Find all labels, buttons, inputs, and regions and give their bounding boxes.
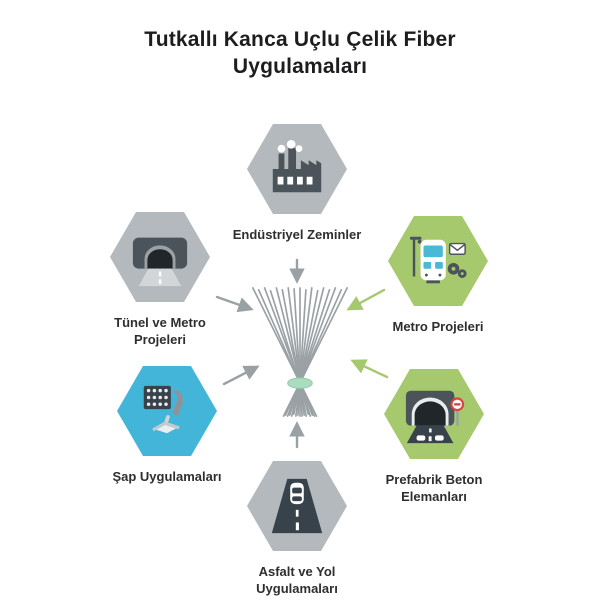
page-title: Tutkallı Kanca Uçlu Çelik Fiber Uygulama… [144,28,456,79]
tunnel-icon [132,237,188,287]
hexagon-tile [247,124,347,214]
node-precast-concrete: Prefabrik Beton Elemanları [354,369,514,506]
node-metro-projects: Metro Projeleri [358,216,518,336]
hexagon-tile [384,369,484,459]
screed-trowel-icon [143,385,183,434]
node-label: Prefabrik Beton Elemanları [385,472,483,504]
hexagon-tile [388,216,488,306]
asphalt-road-icon [271,478,323,534]
metro-train-icon [409,236,467,284]
tunnel-road-icon [405,390,465,444]
node-label: Tünel ve Metro Projeleri [114,315,206,347]
factory-icon [272,139,322,193]
node-label: Asfalt ve Yol Uygulamaları [256,564,338,596]
fiber-tie-band [287,377,313,389]
node-screed-applications: Şap Uygulamaları [87,366,247,486]
node-asphalt-road: Asfalt ve Yol Uygulamaları [217,461,377,598]
node-label: Şap Uygulamaları [112,469,222,484]
hexagon-tile [247,461,347,551]
node-tunnel-metro-projects: Tünel ve Metro Projeleri [80,212,240,349]
hexagon-tile [110,212,210,302]
node-industrial-floors: Endüstriyel Zeminler [217,124,377,244]
hexagon-tile [117,366,217,456]
node-label: Metro Projeleri [392,319,484,334]
node-label: Endüstriyel Zeminler [232,227,362,242]
steel-fiber-bundle [251,287,349,417]
